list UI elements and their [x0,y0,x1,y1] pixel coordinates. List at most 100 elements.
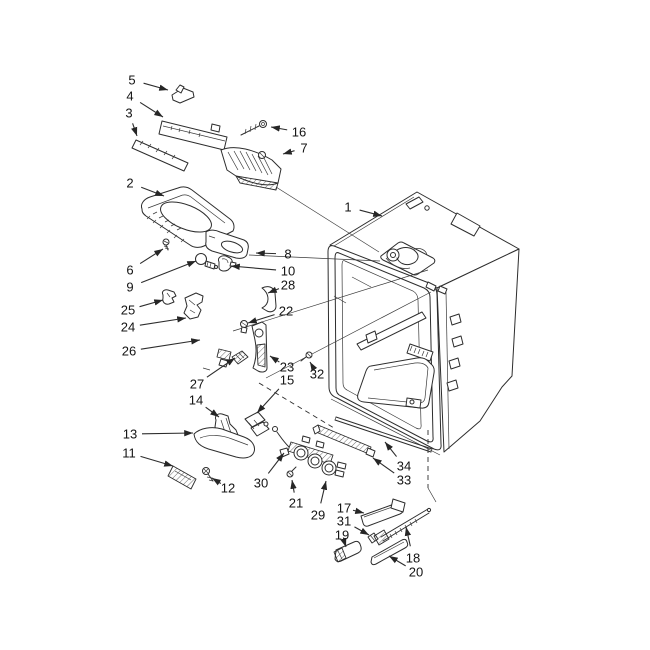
leader-arrow [372,457,395,474]
callout-21: 21 [289,479,303,511]
part-4-shape [158,120,228,151]
part-29-shape [272,426,347,478]
callout-28: 28 [267,278,295,294]
leader-arrow [140,260,197,284]
part-number-label: 31 [337,514,351,529]
part-number-label: 8 [284,247,291,262]
top-vent [405,196,424,210]
part-number-label: 27 [190,377,204,392]
callout-33: 33 [372,457,411,488]
leader-arrow [143,82,169,91]
part-number-label: 7 [300,141,307,156]
part-number-label: 4 [126,89,133,104]
leader-arrow [141,186,165,197]
leader-arrow [211,477,222,486]
leader-arrow [140,455,174,467]
part-19-shape [333,540,362,563]
leader-arrow [340,537,347,548]
callout-9: 9 [126,260,197,295]
leader-arrow [388,555,406,567]
part-20-shape [370,538,409,566]
leader-arrow [206,357,236,378]
callout-13: 13 [123,427,194,442]
interior-vent [406,343,434,362]
leader-arrow [359,209,383,217]
part-number-label: 15 [280,373,294,388]
callout-3: 3 [125,106,138,137]
part-number-label: 3 [125,106,132,121]
liner-interior [333,276,435,409]
part-number-label: 14 [189,393,203,408]
callout-32: 32 [309,361,324,382]
leader-arrow [309,361,318,372]
part-6-shape [162,238,170,251]
part-12-shape [202,467,214,482]
leader-arrow [139,299,164,308]
part-number-label: 28 [281,278,295,293]
leader-arrow [131,123,138,137]
leader-arrow [267,452,285,474]
part-11-shape [167,465,197,490]
part-10-shape [218,255,237,272]
part-number-label: 13 [123,427,137,442]
top-tab [450,212,481,237]
callout-16: 16 [270,125,306,140]
callout-17: 17 [337,501,365,516]
part-3-shape [131,139,189,172]
alignment-lines [232,186,437,503]
part-number-label: 19 [335,528,349,543]
part-number-label: 24 [121,320,135,335]
callout-11: 11 [122,446,174,467]
part-number-label: 26 [122,344,136,359]
leader-arrow [269,355,280,364]
leader-arrow [256,388,280,414]
part-number-label: 30 [254,476,268,491]
part-number-label: 18 [406,551,420,566]
callout-15: 15 [256,373,294,414]
leader-arrow [139,316,187,326]
callout-34: 34 [384,441,411,474]
callout-19: 19 [335,528,349,548]
callout-14: 14 [189,393,220,418]
part-number-label: 32 [310,367,324,382]
leader-arrow [255,250,277,257]
callout-1: 1 [344,200,383,217]
leader-arrow [352,507,365,514]
part-number-label: 22 [279,304,293,319]
callout-2: 2 [126,176,165,197]
part-number-label: 23 [280,360,294,375]
leader-arrow [141,429,194,437]
leader-arrow [140,338,201,350]
part-15-shape [244,411,270,437]
part-16-shape [240,120,267,136]
callout-30: 30 [254,452,285,491]
part-13-shape [193,427,255,459]
leader-arrow [354,526,370,536]
part-23-shape [251,321,268,373]
part-17-shape [360,498,406,527]
leader-arrow [139,248,164,265]
callout-18: 18 [404,526,420,566]
part-5-shape [171,84,195,104]
callout-8: 8 [255,247,292,262]
part-24-shape [183,292,204,320]
leader-arrow [282,148,295,155]
callout-22: 22 [247,304,293,324]
part-number-label: 6 [126,263,133,278]
part-32-shape [300,351,313,362]
leader-arrow [247,314,275,324]
leader-arrow [205,406,220,418]
part-22-shape [240,320,248,334]
part-number-label: 9 [126,280,133,295]
leader-arrow [384,441,397,457]
callout-7: 7 [282,141,308,156]
part-number-label: 33 [397,473,411,488]
part-21-shape [286,466,297,478]
cabinet-liner [327,191,520,456]
part-number-label: 34 [397,459,411,474]
leader-arrow [230,263,277,271]
part-number-label: 20 [409,565,423,580]
part-27-shape [231,350,249,365]
callout-24: 24 [121,316,187,335]
